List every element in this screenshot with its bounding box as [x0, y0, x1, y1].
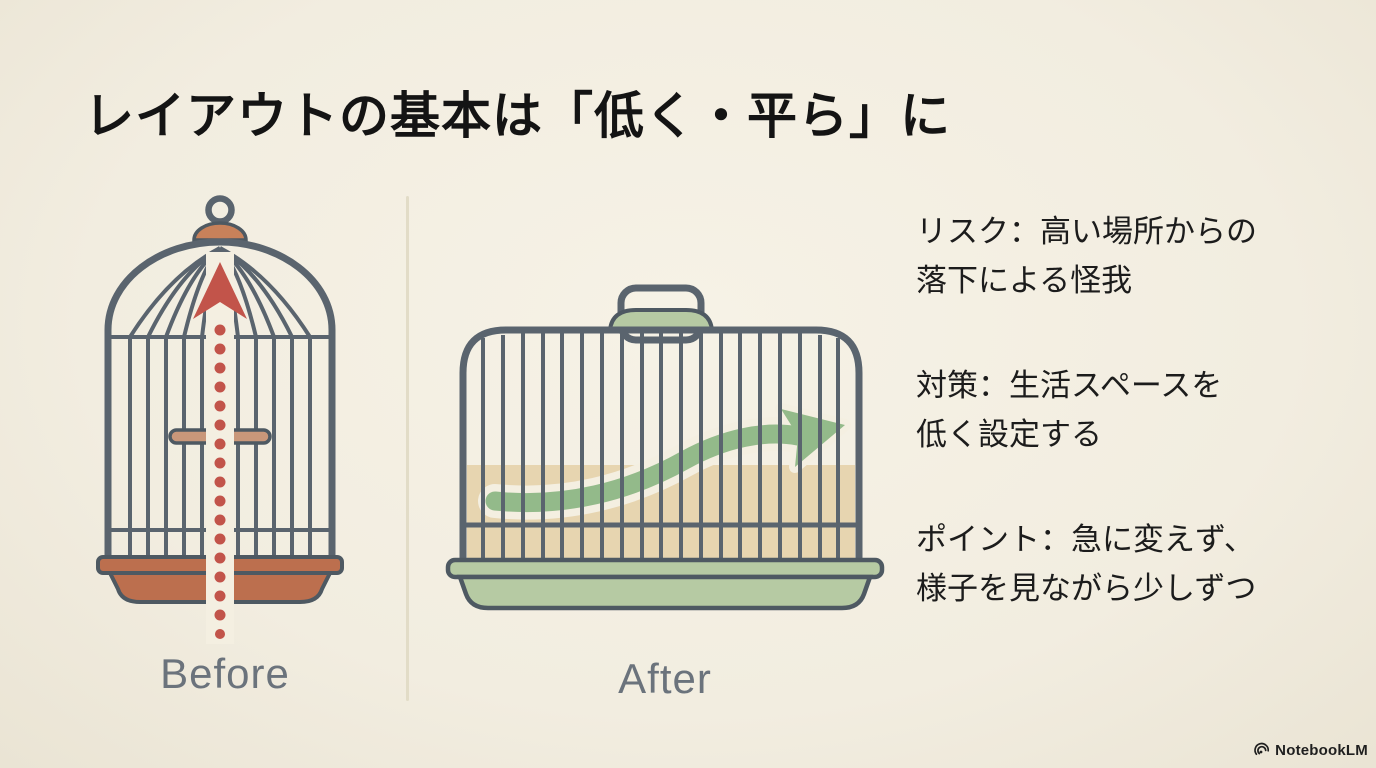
note-measure: 対策：生活スペースを 低く設定する: [916, 361, 1366, 459]
panel-divider: [406, 196, 409, 701]
notebooklm-brand-text: NotebookLM: [1275, 741, 1368, 759]
up-arrow-icon: [193, 262, 247, 639]
note-risk-line-2: 落下による怪我: [916, 263, 1133, 298]
tray-body: [456, 574, 874, 611]
cage-ring-icon: [205, 195, 235, 225]
cage-outline: [459, 326, 863, 565]
before-cage-illustration: [96, 195, 344, 644]
note-measure-line-2: 低く設定する: [916, 417, 1102, 452]
note-point-line-2: 様子を見ながら少しずつ: [916, 571, 1257, 606]
after-cage-illustration: [445, 284, 885, 611]
note-risk-line-1: リスク：高い場所からの: [916, 214, 1257, 249]
before-label: Before: [160, 650, 290, 697]
note-point: ポイント：急に変えず、 様子を見ながら少しずつ: [916, 515, 1366, 613]
notebooklm-logo: NotebookLM: [1253, 738, 1368, 762]
note-risk: リスク：高い場所からの 落下による怪我: [916, 207, 1366, 305]
note-measure-line-1: 対策：生活スペースを: [916, 368, 1223, 403]
tray-rim: [445, 557, 885, 580]
cage-outline: [104, 238, 336, 561]
page-title: レイアウトの基本は「低く・平ら」に: [84, 88, 951, 144]
notebooklm-logo-icon: [1254, 742, 1270, 756]
note-point-line-1: ポイント：急に変えず、: [916, 522, 1255, 557]
handle-base: [607, 308, 715, 332]
after-label: After: [618, 655, 712, 702]
cage-knob-icon: [192, 221, 248, 242]
